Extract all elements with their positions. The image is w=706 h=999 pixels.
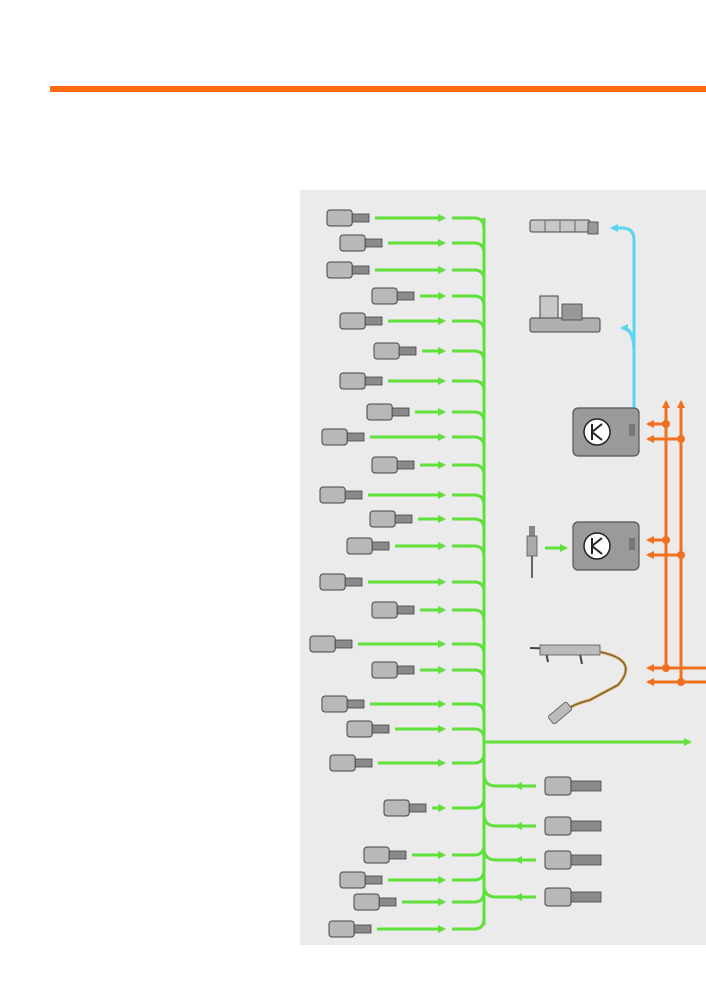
bus-connector-line <box>452 797 486 810</box>
bus-connector-line <box>452 379 486 392</box>
differential-pressure-sensor-icon <box>346 537 390 555</box>
bus-connector-line <box>452 349 486 362</box>
bus-connector-line <box>452 702 486 715</box>
lambda-probe-icon <box>529 644 628 725</box>
output-line-injector <box>610 224 636 410</box>
exhaust-temperature-sensor-icon <box>339 372 383 390</box>
bus-connector-line <box>452 319 486 332</box>
egr-module-icon <box>383 799 427 817</box>
bus-branch-line <box>482 773 536 788</box>
bus-connector-line <box>452 844 486 857</box>
bus-connector-line <box>452 493 486 506</box>
bus-connector-line <box>452 869 486 882</box>
exhaust-temp-sender-3-icon <box>319 573 363 591</box>
oil-pressure-switch-icon <box>366 403 410 421</box>
component-icons <box>309 209 602 938</box>
bus-connector-line <box>452 241 486 254</box>
return-glow-plug-icon <box>544 776 602 796</box>
bus-connector-line <box>452 668 486 681</box>
bus-branch-line <box>482 847 536 862</box>
accelerator-pedal-icon <box>544 816 602 836</box>
clutch-switch-icon <box>544 887 602 907</box>
bus-connector-line <box>452 608 486 621</box>
bus-connector-line <box>452 580 486 593</box>
connector-sender-icon <box>329 754 373 772</box>
glow-plug-control-unit-icon <box>572 521 640 571</box>
pressure-switch-icon <box>371 287 415 305</box>
can-bus-wiring <box>646 400 706 686</box>
output-line-pump <box>620 324 636 353</box>
bus-connector-line <box>452 294 486 307</box>
bus-connector-line <box>452 463 486 476</box>
camshaft-position-sensor-icon <box>326 209 370 227</box>
signal-lines <box>358 214 536 933</box>
actuator-potentiometer-icon <box>346 720 390 738</box>
air-mass-meter-icon <box>326 261 370 279</box>
bus-connector-line <box>452 642 486 655</box>
can-bus-junctions <box>662 420 685 686</box>
pedal-sensor-icon <box>353 893 397 911</box>
bus-connector-line <box>452 752 486 765</box>
bus-branch-line <box>482 813 536 828</box>
plug-connector-icon <box>544 850 602 870</box>
coolant-sender-icon <box>363 846 407 864</box>
bus-connector-line <box>452 891 486 904</box>
bus-connector-line <box>452 517 486 530</box>
knock-sensor-icon <box>321 695 365 713</box>
bus-connector-line <box>452 727 486 740</box>
bus-connector-line <box>452 268 486 281</box>
glow-sensor-icon <box>369 510 413 528</box>
temperature-sensor-icon <box>339 312 383 330</box>
bus-connector-line <box>452 544 486 557</box>
bus-connector-line <box>452 435 486 448</box>
bus-connector-line <box>452 410 486 423</box>
header-rule <box>50 86 706 92</box>
intake-pressure-sensor-icon <box>373 342 417 360</box>
glow-plug-icon <box>526 526 538 578</box>
engine-control-unit-icon <box>572 407 640 457</box>
throttle-valve-module-icon <box>371 456 415 474</box>
bus-connector-line <box>452 216 486 229</box>
bus-connector-line <box>452 918 486 931</box>
throttle-module-2-icon <box>371 661 415 679</box>
brake-light-switch-icon <box>309 635 353 653</box>
exhaust-temp-sender-2-icon <box>319 486 363 504</box>
temperature-probe-icon <box>328 920 372 938</box>
bus-branch-line <box>482 884 536 899</box>
fuel-pressure-sensor-icon <box>321 428 365 446</box>
hall-sender-icon <box>339 234 383 252</box>
speed-sender-icon <box>339 871 383 889</box>
fuel-injector-rail-icon <box>529 219 599 235</box>
charge-pressure-sender-icon <box>371 601 415 619</box>
high-pressure-pump-icon <box>529 295 601 333</box>
